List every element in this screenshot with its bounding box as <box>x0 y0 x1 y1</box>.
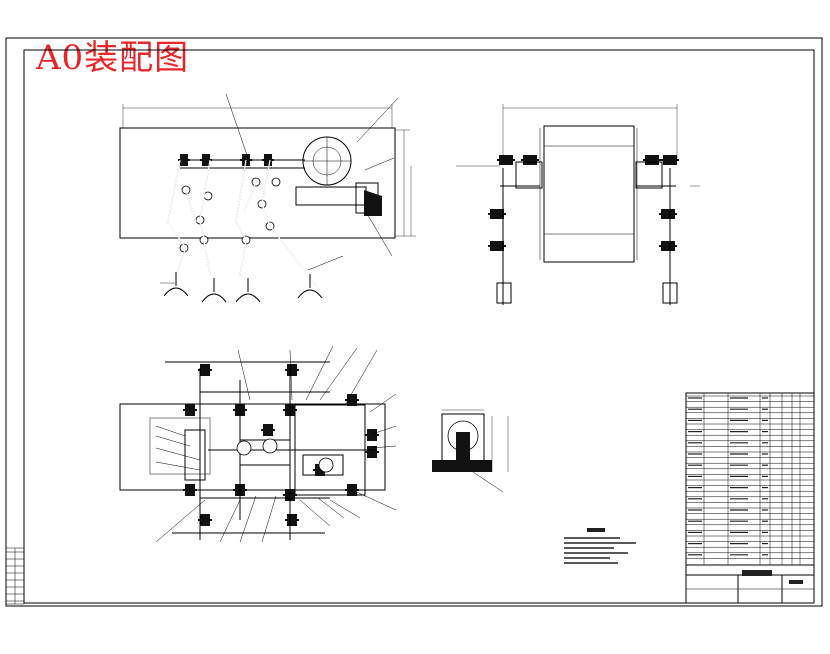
binding-strip <box>5 547 25 605</box>
front-view <box>119 93 416 303</box>
inner-frame <box>23 49 815 604</box>
top-view <box>119 345 397 543</box>
technical-notes <box>564 528 636 564</box>
side-view <box>456 104 700 305</box>
section-detail <box>432 409 509 493</box>
title-block <box>685 392 815 604</box>
outer-border <box>5 37 823 607</box>
drawing-title: A0装配图 <box>36 38 190 78</box>
